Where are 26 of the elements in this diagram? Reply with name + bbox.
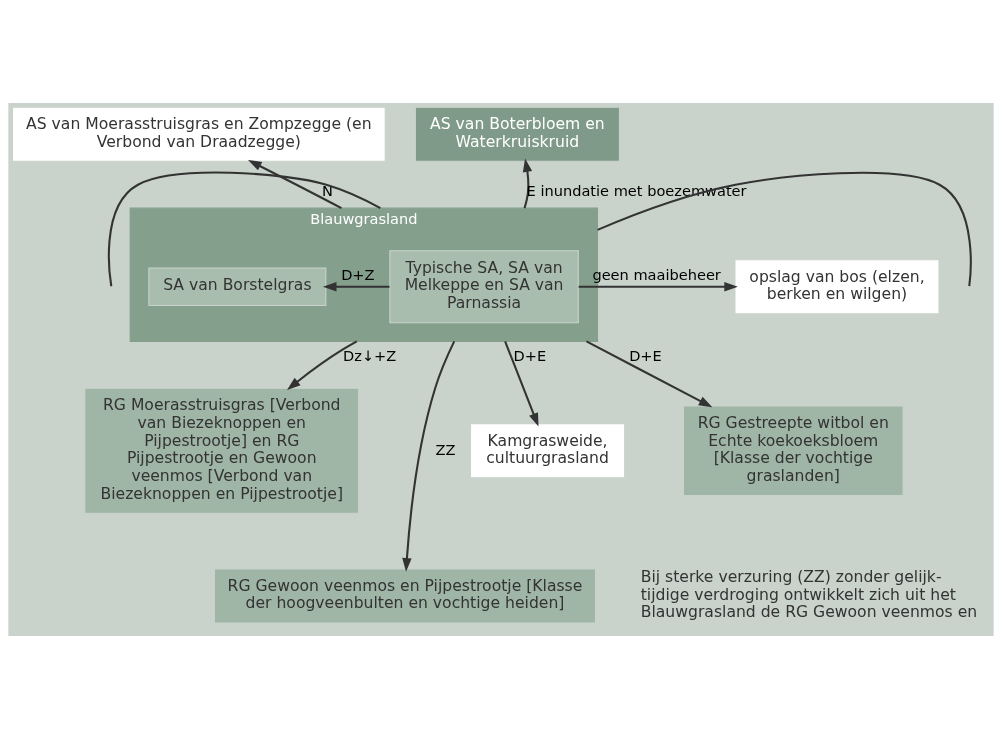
label: Bij sterke verzuring (ZZ) zonder gelijk- tijdige verdroging ontwikkelt zich uit het Blauwgrasland de RG Gewoon veenmos en: [640, 567, 978, 621]
edge-label: N: [321, 181, 333, 199]
arrow: [578, 281, 738, 291]
edge-label: Dz↓+Z: [342, 346, 397, 364]
connector: [597, 171, 972, 286]
arrow: [248, 159, 342, 209]
arrow: [287, 340, 358, 390]
node-box: opslag van bos (elzen, berken en wilgen): [734, 258, 940, 314]
node-box: AS van Moerasstruisgras en Zompzegge (en Verbond van Draadzegge): [12, 106, 386, 162]
arrow: [322, 281, 390, 291]
edge-label: D+E: [513, 346, 547, 364]
node-box: Typische SA, SA van Melkeppe en SA van Parnassia: [389, 249, 579, 323]
edge-label: D+E: [629, 346, 662, 364]
connector: [107, 171, 381, 286]
node-box: RG Moerasstruisgras [Verbond van Biezeknoppen en Pijpestrootje] en RG Pijpestrootje en Gewoon veenmos [Verbond van Biezeknoppen en Pijpestrootje]: [84, 387, 360, 514]
node-box: Kamgrasweide, cultuurgrasland: [470, 422, 626, 478]
node-box: AS van Boterbloem en Waterkruiskruid: [414, 106, 620, 162]
edge-label: ZZ: [435, 440, 456, 458]
edge-label: D+Z: [341, 265, 375, 283]
arrow: [504, 340, 539, 427]
arrow: [586, 339, 713, 407]
node-box: RG Gestreepte witbol en Echte koekoeksbloem [Klasse der vochtige graslanden]: [682, 404, 904, 496]
arrow: [522, 157, 533, 208]
node-box: SA van Borstelgras: [148, 267, 327, 306]
node-box: RG Gewoon veenmos en Pijpestrootje [Klasse der hoogveenbulten en vochtige heiden]: [213, 567, 596, 623]
arrow: [402, 340, 456, 572]
